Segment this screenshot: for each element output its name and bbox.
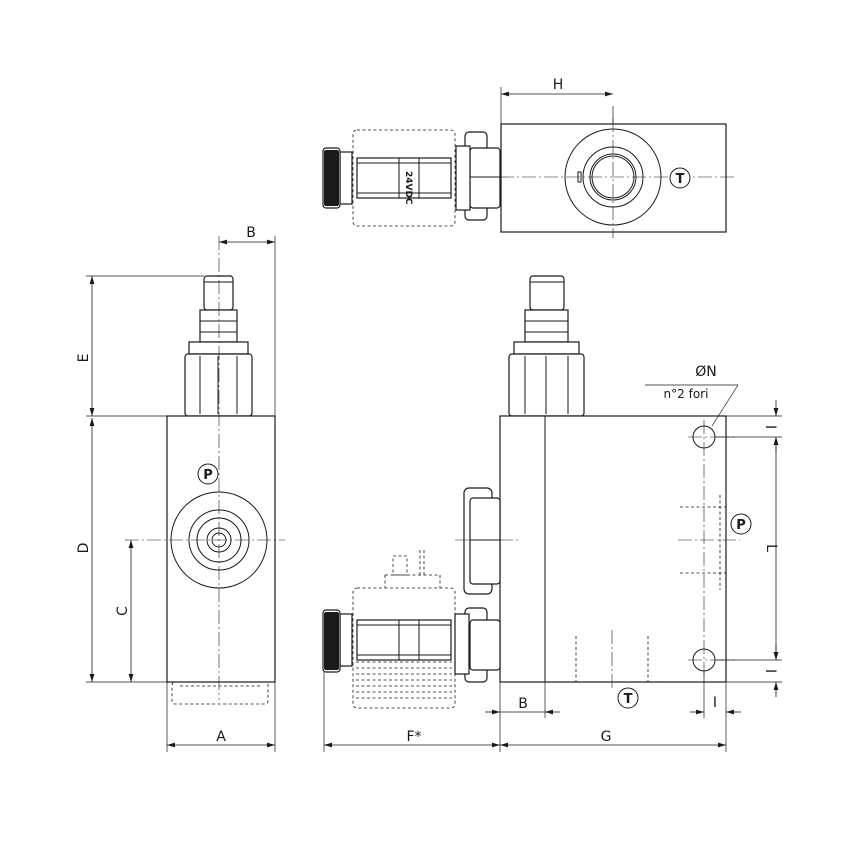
dim-H-label: H	[553, 77, 564, 93]
port-T-side-label: T	[624, 692, 633, 707]
front-view	[125, 236, 285, 705]
side-view-block	[499, 415, 727, 683]
dim-B-top-label: B	[246, 225, 256, 241]
dim-I-right-bottom: I	[716, 645, 782, 697]
dim-G: G	[500, 729, 726, 748]
dim-I-bottom: I	[690, 672, 741, 752]
dim-A-label: A	[216, 729, 226, 745]
dim-I-right-top-label: I	[762, 425, 778, 429]
dim-L-label: L	[763, 544, 779, 552]
hole-callout: ØN n°2 fori	[645, 364, 739, 427]
port-P-side-label: P	[736, 518, 746, 533]
dim-G-label: G	[601, 729, 612, 745]
top-view-block	[500, 123, 727, 233]
dim-E: E	[76, 275, 204, 417]
knurled-knob-side	[324, 612, 339, 670]
dim-B-bottom: B	[485, 682, 560, 718]
dim-F-label: F*	[406, 729, 421, 745]
dim-A: A	[166, 682, 276, 752]
dim-C: C	[115, 540, 134, 682]
side-view	[322, 275, 740, 709]
port-P-side: P	[730, 513, 752, 535]
dim-E-label: E	[76, 354, 92, 363]
knurled-knob-top	[324, 150, 339, 206]
dim-I-bottom-label: I	[713, 695, 717, 711]
port-P-front: P	[197, 463, 219, 485]
dim-F: F*	[323, 672, 501, 752]
port-T-side: T	[617, 687, 639, 709]
hole-count-label: n°2 fori	[664, 387, 709, 401]
hole-diameter-label: ØN	[695, 364, 717, 380]
dim-L: L	[763, 437, 779, 660]
front-view-block	[166, 415, 276, 683]
dim-C-label: C	[115, 606, 131, 616]
dim-H: H	[500, 77, 613, 124]
dim-B-bottom-label: B	[518, 696, 528, 712]
dim-D-label: D	[76, 543, 92, 554]
dim-D: D	[76, 418, 167, 683]
port-T-top: T	[669, 167, 691, 189]
port-P-front-label: P	[203, 468, 213, 483]
dim-I-right-bottom-label: I	[762, 669, 778, 673]
dim-B-top: B	[219, 225, 276, 416]
port-T-top-label: T	[676, 172, 685, 187]
coil-label-text: 24VDC	[403, 171, 413, 205]
solenoid-hatching	[356, 661, 452, 699]
